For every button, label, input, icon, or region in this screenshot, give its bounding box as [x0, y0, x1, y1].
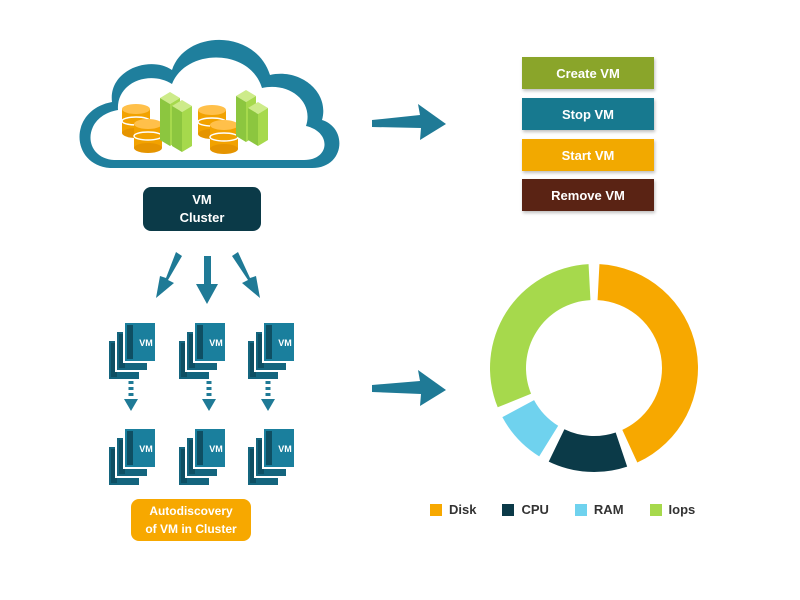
vm-icon: VM — [107, 321, 157, 381]
arrow-right-bottom-icon — [372, 370, 446, 406]
legend-item-disk: Disk — [430, 502, 476, 517]
vm-icon: VM — [246, 427, 296, 487]
legend-item-iops: Iops — [649, 502, 696, 517]
arrow-right-top-icon — [372, 104, 446, 140]
legend-label-iops: Iops — [668, 502, 696, 517]
legend-label-cpu: CPU — [521, 502, 549, 517]
vm-icon-label: VM — [278, 338, 292, 348]
vm-icon-label: VM — [139, 444, 153, 454]
arrow-down-small-icon — [261, 381, 275, 411]
arrow-down-center-icon — [196, 256, 218, 304]
vm-icon: VM — [177, 427, 227, 487]
vm-cluster-label-line2: Cluster — [179, 210, 225, 225]
create-vm-button[interactable]: Create VM — [522, 57, 654, 89]
legend-item-cpu: CPU — [502, 502, 549, 517]
stop-vm-button[interactable]: Stop VM — [522, 98, 654, 130]
vm-cluster-label-line1: VM — [192, 192, 212, 207]
legend-label-disk: Disk — [449, 502, 477, 517]
autodiscovery-label: Autodiscovery of VM in Cluster — [131, 499, 251, 541]
autodiscovery-label-line1: Autodiscovery — [149, 504, 233, 518]
chart-legend: Disk CPU RAM Iops — [430, 502, 721, 517]
vm-cluster-label: VM Cluster — [143, 187, 261, 231]
arrow-down-right-icon — [232, 252, 260, 298]
vm-icon-label: VM — [209, 338, 223, 348]
cloud-icon — [79, 39, 340, 168]
legend-swatch-disk — [430, 503, 442, 516]
donut-chart — [490, 264, 698, 472]
legend-item-ram: RAM — [574, 502, 624, 517]
legend-label-ram: RAM — [593, 502, 624, 517]
server-icon-group — [160, 90, 268, 152]
legend-swatch-ram — [574, 503, 587, 516]
start-vm-button[interactable]: Start VM — [522, 139, 654, 171]
legend-swatch-cpu — [502, 503, 515, 516]
arrow-down-left-icon — [156, 252, 182, 298]
legend-swatch-iops — [649, 503, 662, 516]
arrow-down-small-icon — [124, 381, 138, 411]
remove-vm-button[interactable]: Remove VM — [522, 179, 654, 211]
donut-slice-disk — [597, 264, 698, 463]
database-icon-group — [121, 104, 239, 154]
donut-slice-iops — [490, 264, 591, 408]
vm-icon-label: VM — [278, 444, 292, 454]
vm-icon-label: VM — [139, 338, 153, 348]
vm-icon: VM — [177, 321, 227, 381]
vm-icon-label: VM — [209, 444, 223, 454]
arrow-down-small-icon — [202, 381, 216, 411]
donut-slice-ram — [502, 400, 559, 457]
donut-slice-cpu — [548, 429, 628, 472]
vm-icon: VM — [107, 427, 157, 487]
vm-icon: VM — [246, 321, 296, 381]
autodiscovery-label-line2: of VM in Cluster — [145, 522, 237, 536]
